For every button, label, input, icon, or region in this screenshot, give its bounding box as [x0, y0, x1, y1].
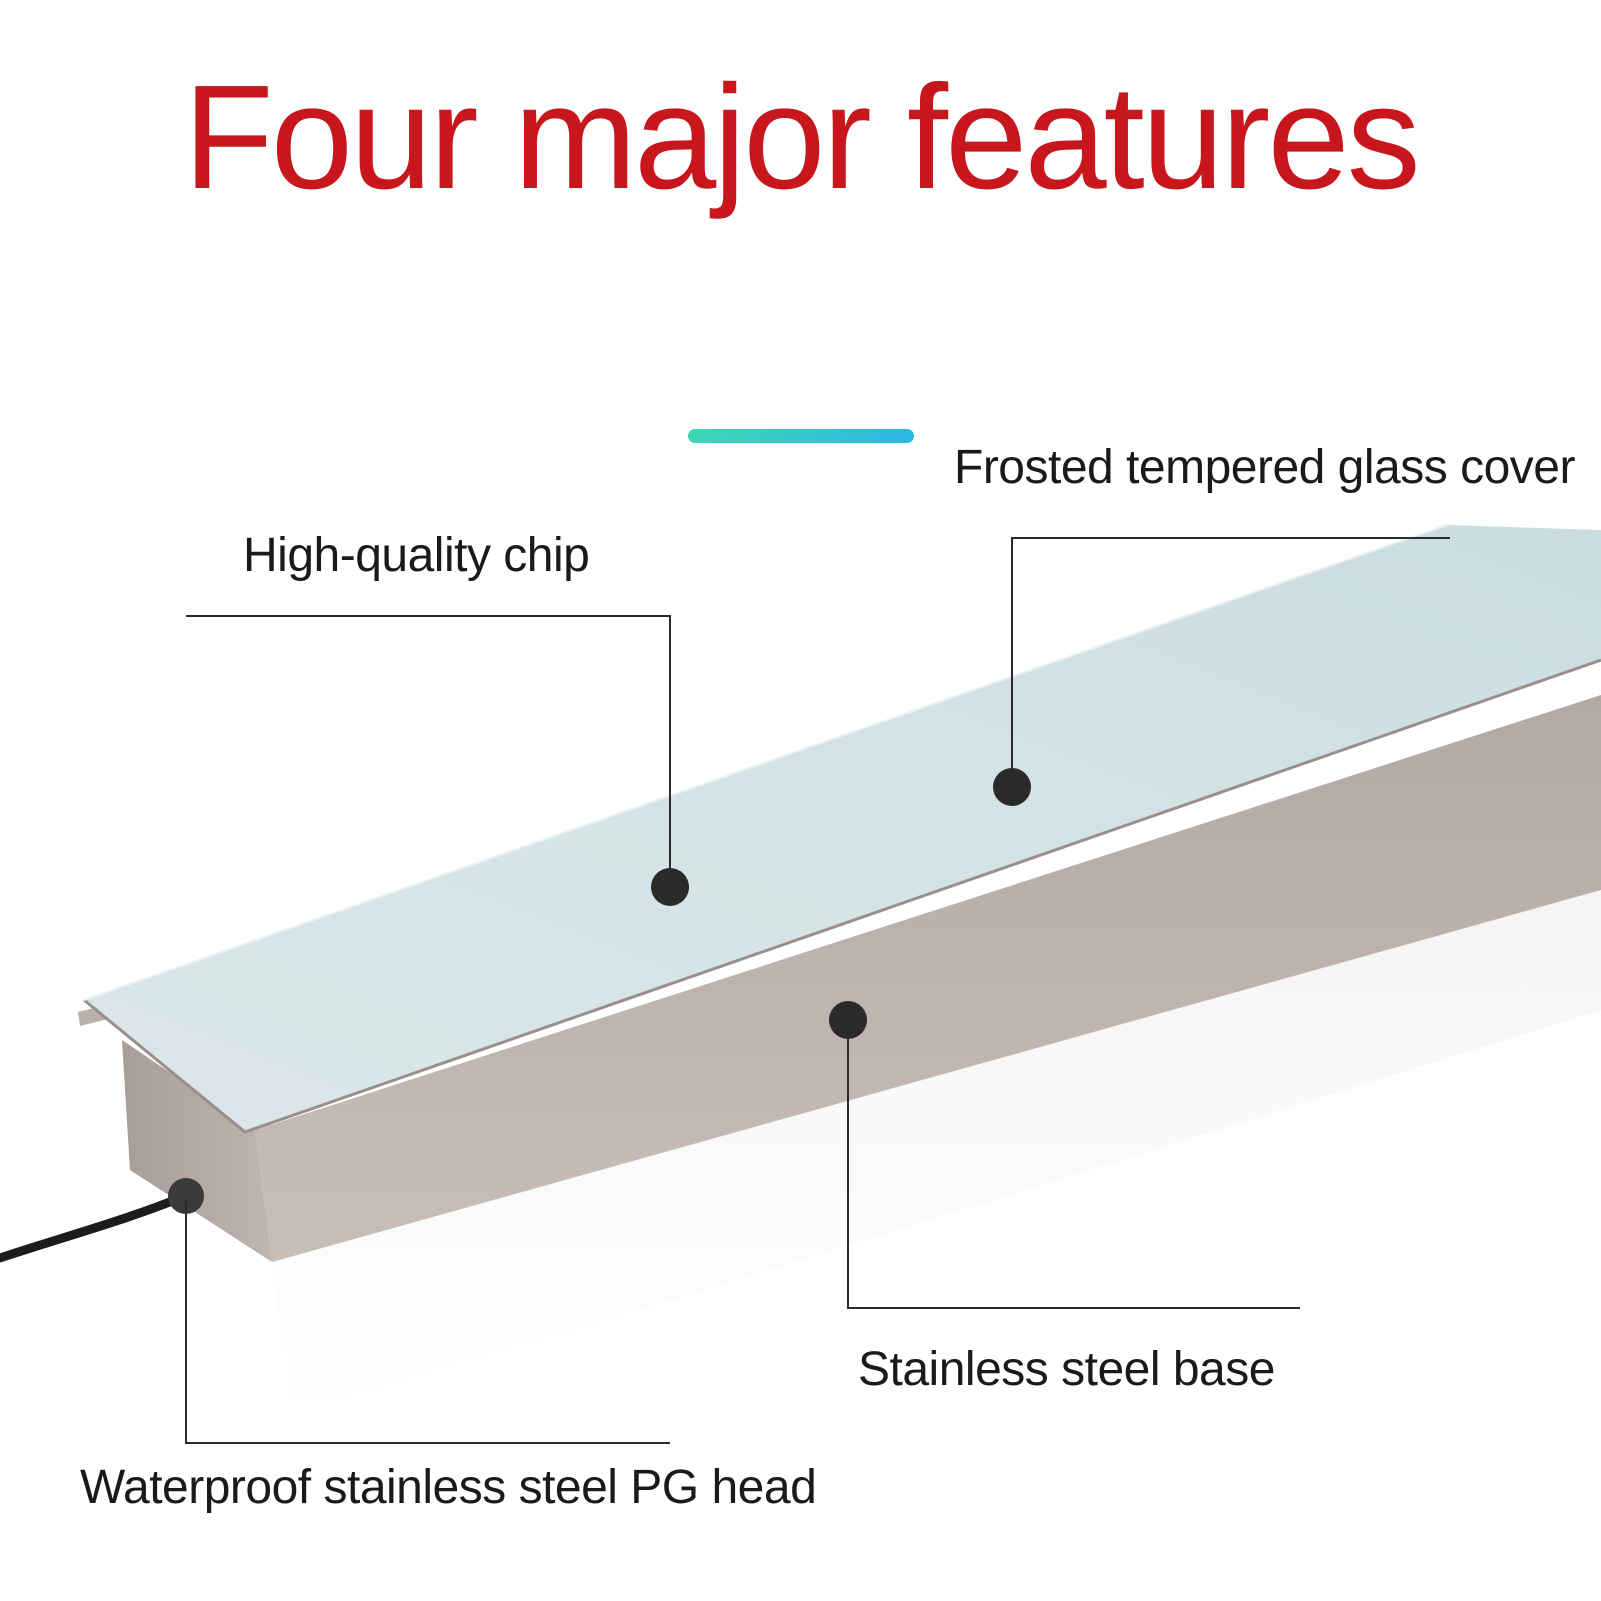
marker-base — [829, 1001, 867, 1039]
marker-glass — [993, 768, 1031, 806]
leader-base — [847, 1020, 1300, 1309]
label-base: Stainless steel base — [858, 1343, 1275, 1396]
marker-chip — [651, 868, 689, 906]
glass-cover — [84, 525, 1601, 1132]
leader-pg-head — [185, 1200, 670, 1444]
light-glow — [270, 880, 1601, 1420]
page-title: Four major features — [183, 55, 1420, 220]
pg-head-connector — [168, 1178, 204, 1214]
steel-end-face — [122, 1040, 272, 1262]
leader-chip — [186, 615, 671, 887]
accent-bar — [688, 429, 914, 443]
power-cable — [0, 1193, 185, 1263]
label-glass-cover: Frosted tempered glass cover — [954, 441, 1575, 494]
steel-front-face — [255, 695, 1601, 1262]
leader-glass — [1011, 537, 1450, 787]
label-chip: High-quality chip — [243, 529, 590, 582]
label-pg-head: Waterproof stainless steel PG head — [80, 1461, 817, 1514]
